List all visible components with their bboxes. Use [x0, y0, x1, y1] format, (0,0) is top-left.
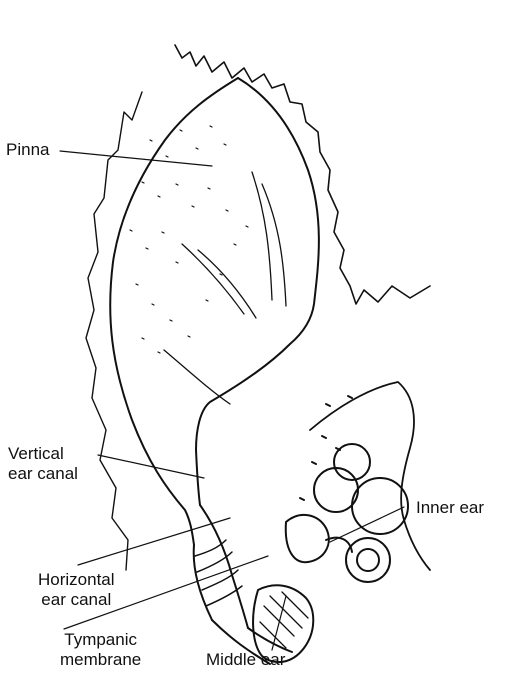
label-inner-ear-text: Inner ear: [416, 498, 484, 518]
label-horizontal-ear-canal-line-1: Horizontal: [38, 570, 115, 590]
label-tympanic-membrane-line-2: membrane: [60, 650, 141, 670]
pinna-outline: [110, 78, 238, 545]
cochlea-inner: [357, 549, 379, 571]
ossicles: [286, 515, 352, 562]
front-fur: [86, 92, 142, 570]
inner-ear-canal-2: [314, 468, 358, 512]
leader-line-horizontal-ear-canal: [78, 518, 230, 565]
inner-ear-canal-1: [352, 478, 408, 534]
label-vertical-ear-canal-line-2: ear canal: [8, 464, 78, 484]
bone-dots: [300, 396, 352, 500]
label-vertical-ear-canal-line-1: Vertical: [8, 444, 78, 464]
label-tympanic-membrane-line-1: Tympanic: [60, 630, 141, 650]
label-pinna: Pinna: [6, 140, 49, 160]
leader-line-pinna: [60, 151, 212, 166]
pinna-fur-edge: [175, 45, 430, 304]
leader-line-vertical-ear-canal: [98, 455, 204, 478]
label-horizontal-ear-canal-line-2: ear canal: [38, 590, 115, 610]
pinna-hair: [164, 172, 286, 404]
label-middle-ear: Middle ear: [206, 650, 285, 670]
label-tympanic-membrane: Tympanic membrane: [60, 630, 141, 670]
label-inner-ear: Inner ear: [416, 498, 484, 518]
label-middle-ear-text: Middle ear: [206, 650, 285, 670]
cochlea-outer: [346, 538, 390, 582]
label-pinna-text: Pinna: [6, 140, 49, 160]
pinna-back-edge: [196, 78, 319, 505]
label-horizontal-ear-canal: Horizontal ear canal: [38, 570, 115, 610]
label-vertical-ear-canal: Vertical ear canal: [8, 444, 78, 484]
